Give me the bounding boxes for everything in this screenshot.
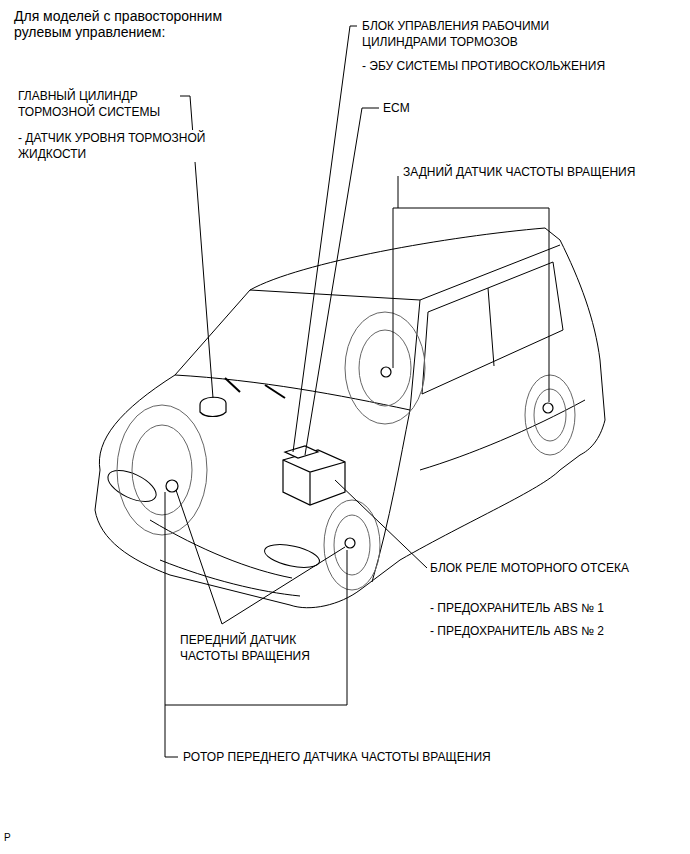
figure-mark: P (2, 830, 13, 846)
part-label: ЗАДНИЙ ДАТЧИК ЧАСТОТЫ ВРАЩЕНИЯ (401, 164, 637, 180)
part-label: ECM (381, 100, 412, 116)
part-sublabel: - ПРЕДОХРАНИТЕЛЬ ABS № 2 (428, 623, 606, 639)
part-sublabel: - ЭБУ СИСТЕМЫ ПРОТИВОСКОЛЬЖЕНИЯ (360, 58, 607, 74)
part-sublabel: - ПРЕДОХРАНИТЕЛЬ ABS № 1 (428, 600, 606, 616)
part-label: БЛОК УПРАВЛЕНИЯ РАБОЧИМИ ЦИЛИНДРАМИ ТОРМ… (360, 18, 588, 50)
part-sublabel: - ДАТЧИК УРОВНЯ ТОРМОЗНОЙ ЖИДКОСТИ (16, 130, 238, 162)
part-label: ГЛАВНЫЙ ЦИЛИНДР ТОРМОЗНОЙ СИСТЕМЫ (16, 88, 176, 120)
part-label: БЛОК РЕЛЕ МОТОРНОГО ОТСЕКА (428, 560, 631, 576)
wheels (117, 312, 575, 590)
page-heading: Для моделей с правосторонним рулевым упр… (12, 8, 244, 40)
part-label: РОТОР ПЕРЕДНЕГО ДАТЧИКА ЧАСТОТЫ ВРАЩЕНИЯ (181, 749, 493, 765)
part-label: ПЕРЕДНИЙ ДАТЧИК ЧАСТОТЫ ВРАЩЕНИЯ (178, 632, 330, 664)
car-body (95, 228, 605, 608)
components (166, 367, 553, 548)
